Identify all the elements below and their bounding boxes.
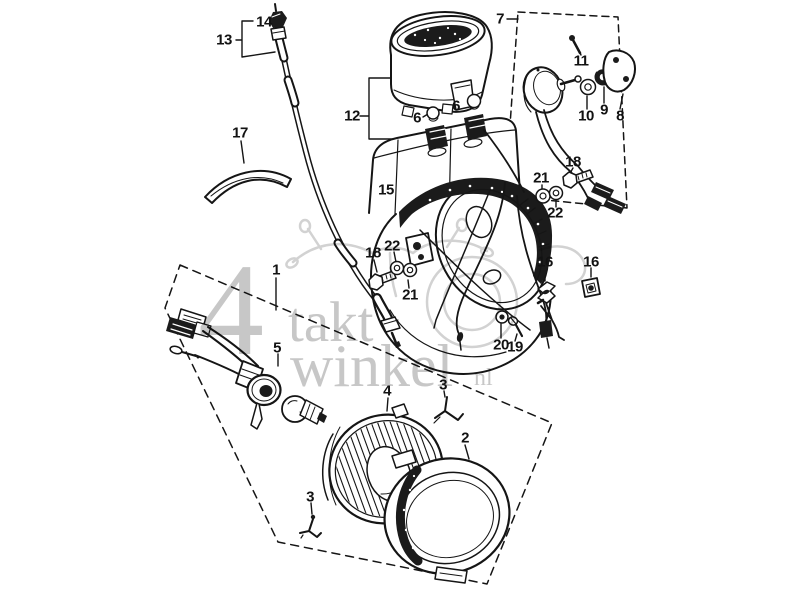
bolt-washers-right xyxy=(535,169,594,204)
ignition-switch-group xyxy=(522,35,636,214)
cable-top-nut xyxy=(269,3,287,41)
headlight-bulb xyxy=(281,395,327,425)
trim-strip xyxy=(204,170,292,204)
clips-16 xyxy=(536,277,601,341)
adjusting-screws xyxy=(299,396,464,539)
rim-speckles xyxy=(402,474,416,550)
speedometer-bulbs xyxy=(425,93,525,193)
headlight-rim xyxy=(383,449,511,584)
nut-and-screw xyxy=(495,310,524,338)
socket-assembly xyxy=(166,308,282,430)
speedometer-face-speckles xyxy=(413,26,462,45)
group-box-1 xyxy=(164,264,553,585)
headlight-case xyxy=(368,117,553,375)
speedometer-unit xyxy=(389,11,493,118)
